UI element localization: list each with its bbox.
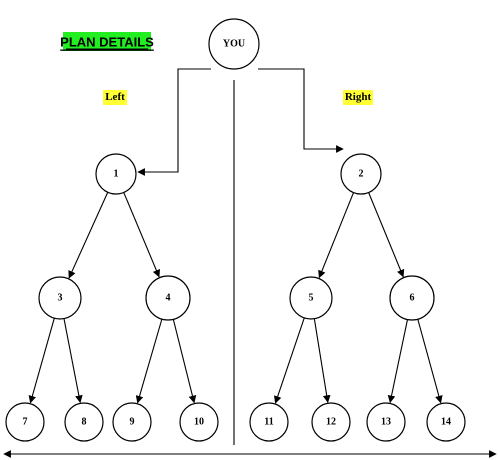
edge-n4-to-n10 xyxy=(172,319,197,404)
left-branch-label: Left xyxy=(103,90,127,105)
edge-n3-to-n7 xyxy=(28,318,55,404)
node-label: 3 xyxy=(58,293,63,304)
node-6: 6 xyxy=(389,275,435,321)
root-node-you: YOU xyxy=(208,18,260,70)
node-12: 12 xyxy=(311,402,351,442)
right-label-highlight xyxy=(343,90,373,105)
edge-n2-to-n5 xyxy=(318,192,355,279)
edge-n1-to-n4 xyxy=(123,192,160,278)
node-circle xyxy=(145,275,191,321)
edge-n5-to-n11 xyxy=(273,317,305,404)
node-circle xyxy=(64,402,104,442)
node-label: 4 xyxy=(166,293,171,304)
left-label-highlight xyxy=(103,90,127,105)
edge-n6-to-n13 xyxy=(387,319,409,404)
node-label: 7 xyxy=(23,417,28,428)
node-4: 4 xyxy=(145,275,191,321)
node-7: 7 xyxy=(5,402,45,442)
node-circle xyxy=(366,402,406,442)
node-circle xyxy=(289,276,333,320)
node-label: 2 xyxy=(359,169,364,180)
node-circle xyxy=(112,402,152,442)
node-label: 1 xyxy=(114,169,119,180)
node-circle xyxy=(389,275,435,321)
node-11: 11 xyxy=(249,402,289,442)
edge-n6-to-n14 xyxy=(417,319,443,404)
node-circle xyxy=(179,402,219,442)
node-3: 3 xyxy=(38,276,82,320)
node-circle xyxy=(249,402,289,442)
right-label-text: Right xyxy=(345,91,372,103)
node-13: 13 xyxy=(366,402,406,442)
node-label: 8 xyxy=(82,417,87,428)
node-label: YOU xyxy=(223,39,245,50)
node-1: 1 xyxy=(95,153,137,195)
edge-n2-to-n6 xyxy=(368,192,405,278)
left-label-text: Left xyxy=(105,91,125,103)
edge-n4-to-n9 xyxy=(135,318,163,404)
node-9: 9 xyxy=(112,402,152,442)
edge-n1-to-n3 xyxy=(68,192,109,279)
node-circle xyxy=(5,402,45,442)
node-label: 10 xyxy=(194,417,204,428)
title-highlight xyxy=(63,32,151,51)
node-8: 8 xyxy=(64,402,104,442)
node-label: 11 xyxy=(264,417,273,428)
node-circle xyxy=(426,402,466,442)
edge-you-to-n1 xyxy=(137,68,211,176)
node-circle xyxy=(38,276,82,320)
node-5: 5 xyxy=(289,276,333,320)
node-2: 2 xyxy=(340,153,382,195)
node-14: 14 xyxy=(426,402,466,442)
edge-n5-to-n12 xyxy=(313,318,331,404)
plan-details-title: PLAN DETAILS xyxy=(60,32,154,51)
edge-you-to-n2 xyxy=(258,68,344,153)
node-circle xyxy=(95,153,137,195)
node-label: 9 xyxy=(130,417,135,428)
node-label: 13 xyxy=(381,417,391,428)
node-label: 6 xyxy=(410,293,415,304)
title-text: PLAN DETAILS xyxy=(60,35,154,50)
node-10: 10 xyxy=(179,402,219,442)
node-circle xyxy=(311,402,351,442)
node-label: 5 xyxy=(309,293,314,304)
node-circle xyxy=(340,153,382,195)
right-branch-label: Right xyxy=(343,90,373,105)
edges-layer xyxy=(28,68,443,404)
edge-n3-to-n8 xyxy=(63,318,83,404)
node-label: 12 xyxy=(326,417,336,428)
node-circle xyxy=(208,18,260,70)
node-label: 14 xyxy=(441,417,451,428)
